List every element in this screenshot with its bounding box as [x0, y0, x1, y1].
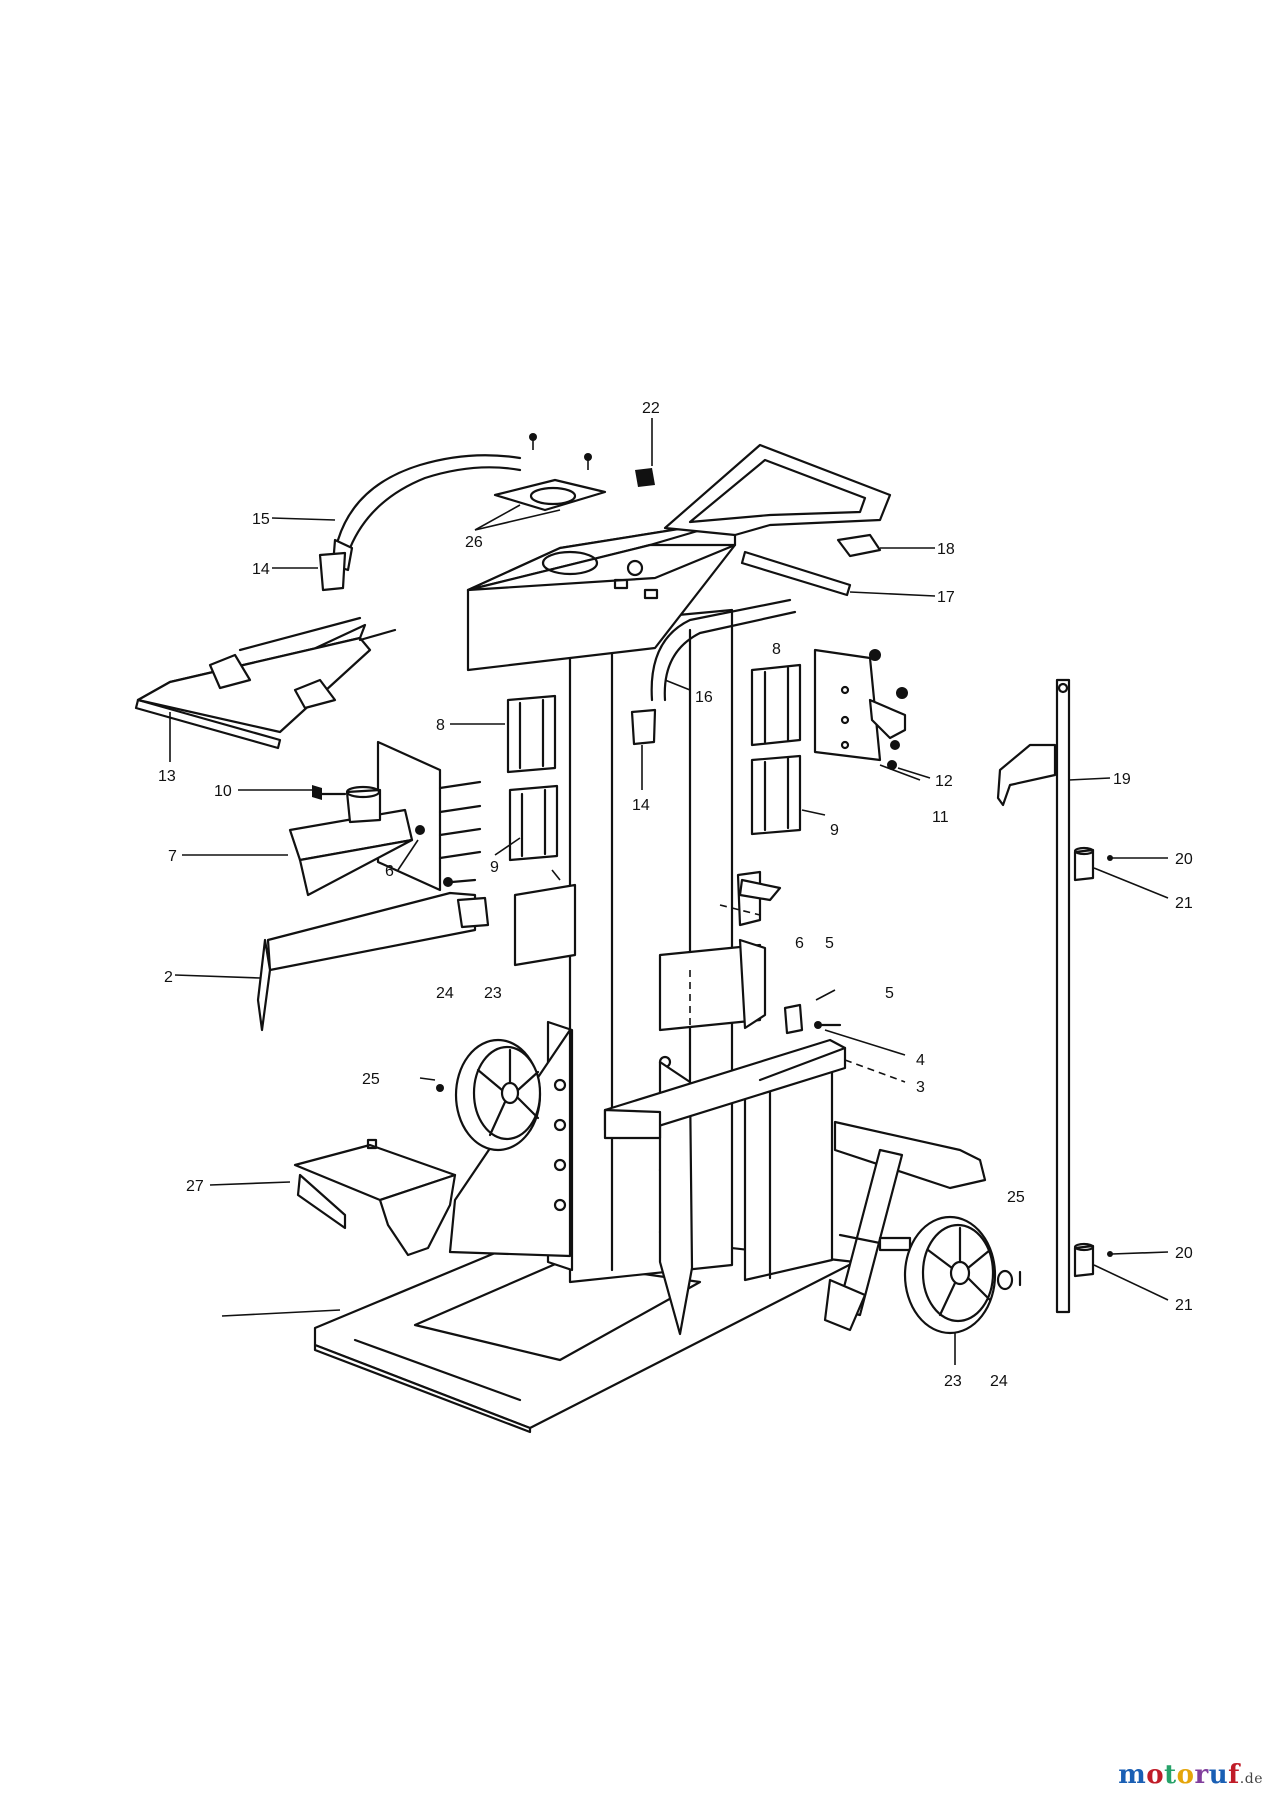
part-26-plate [474, 433, 607, 531]
callout-21-upper: 21 [1175, 895, 1193, 912]
part-18-bracket [836, 533, 935, 558]
callout-9-left: 9 [490, 859, 499, 876]
part-11-bracket [813, 648, 921, 781]
head-box [466, 443, 892, 672]
callout-8-left: 8 [436, 717, 445, 734]
logo-letter: r [1194, 1760, 1209, 1790]
logo-letter: o [1176, 1760, 1195, 1790]
callout-5-lower: 5 [885, 985, 894, 1002]
part-17-rod [740, 550, 936, 597]
callout-24-lower: 24 [990, 1373, 1008, 1390]
part-10-bolt [238, 785, 347, 800]
callout-12: 12 [935, 773, 953, 790]
part-19-pole [996, 678, 1111, 1314]
column-blocks [513, 870, 842, 1050]
part-8-plate-right [750, 663, 802, 747]
callout-23-upper: 23 [484, 985, 502, 1002]
callout-8-right: 8 [772, 641, 781, 658]
part-20-21-clip-upper [1073, 846, 1169, 899]
part-2-bar [174, 891, 490, 1032]
callout-16: 16 [695, 689, 713, 706]
part-15-handle [271, 454, 522, 572]
logo-letter: m [1118, 1760, 1147, 1790]
part-8-plate-left [450, 694, 557, 774]
part-3-crossbeam [603, 1038, 906, 1140]
wheel-left [436, 1038, 542, 1152]
callout-25-right: 25 [1007, 1189, 1025, 1206]
logo-letter: o [1146, 1760, 1165, 1790]
callout-10: 10 [214, 783, 232, 800]
callout-19: 19 [1113, 771, 1131, 788]
part-16-lever [650, 598, 797, 702]
logo-letter: f [1228, 1760, 1240, 1790]
callout-15: 15 [252, 511, 270, 528]
part-22-cap [635, 418, 655, 487]
part-13-table [134, 616, 397, 762]
callout-13: 13 [158, 768, 176, 785]
wheel-right [903, 1215, 1022, 1365]
callout-5-upper: 5 [825, 935, 834, 952]
part-9-plate-right [750, 754, 826, 836]
callout-21-lower: 21 [1175, 1297, 1193, 1314]
part-12-nuts [869, 649, 931, 779]
part-14-sleeve-right [630, 708, 657, 790]
callout-24-upper: 24 [436, 985, 454, 1002]
callout-14-left: 14 [252, 561, 270, 578]
callout-27: 27 [186, 1178, 204, 1195]
part-14-sleeve-left [272, 551, 347, 592]
part-20-21-clip-lower [1073, 1242, 1169, 1301]
callout-2: 2 [164, 969, 173, 986]
part-7-bracket [182, 740, 482, 897]
part-6-washer-left [443, 877, 477, 887]
right-axle-frame [823, 1120, 987, 1332]
motoruf-logo: motoruf.de [1118, 1760, 1263, 1790]
callout-4: 4 [916, 1052, 925, 1069]
callout-25-left: 25 [362, 1071, 380, 1088]
callout-14-right: 14 [632, 797, 650, 814]
callout-20-upper: 20 [1175, 851, 1193, 868]
callout-20-lower: 20 [1175, 1245, 1193, 1262]
base-plate [221, 1226, 857, 1434]
callout-7: 7 [168, 848, 177, 865]
callout-11: 11 [932, 809, 949, 826]
callout-23-lower: 23 [944, 1373, 962, 1390]
logo-letter: t [1164, 1760, 1177, 1790]
logo-letter: u [1208, 1760, 1229, 1790]
part-27-guard [209, 1138, 457, 1257]
callout-17: 17 [937, 589, 955, 606]
callout-22: 22 [642, 400, 660, 417]
callout-26: 26 [465, 534, 483, 551]
callout-18: 18 [937, 541, 955, 558]
part-9-plate-left [494, 784, 559, 862]
callout-6-left: 6 [385, 863, 394, 880]
callout-9-right: 9 [830, 822, 839, 839]
callout-6-right: 6 [795, 935, 804, 952]
logo-text: motoruf [1118, 1760, 1240, 1790]
callout-3: 3 [916, 1079, 925, 1096]
logo-suffix: .de [1239, 1771, 1263, 1787]
